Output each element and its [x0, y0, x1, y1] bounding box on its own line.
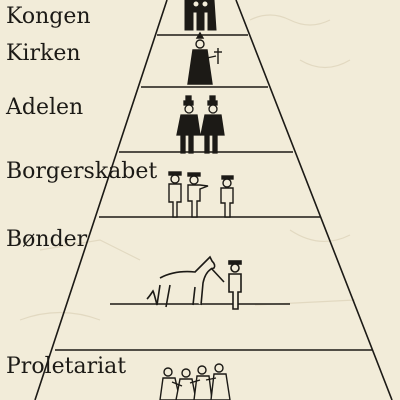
bishop-figure — [187, 31, 222, 85]
proletariat-figures — [159, 363, 231, 400]
level-label-peasants: Bønder — [6, 227, 88, 252]
burgher-figures — [168, 171, 234, 218]
noble-figures — [176, 95, 225, 154]
level-label-bourgeoisie: Borgerskabet — [6, 159, 158, 184]
level-label-proletariat: Proletariat — [6, 354, 127, 379]
level-label-church: Kirken — [6, 41, 81, 66]
king-figures — [184, 0, 217, 31]
pyramid-outline — [34, 0, 393, 400]
level-label-king: Kongen — [6, 4, 91, 29]
peasant-horse-figures — [110, 255, 290, 310]
level-label-nobility: Adelen — [6, 95, 84, 120]
